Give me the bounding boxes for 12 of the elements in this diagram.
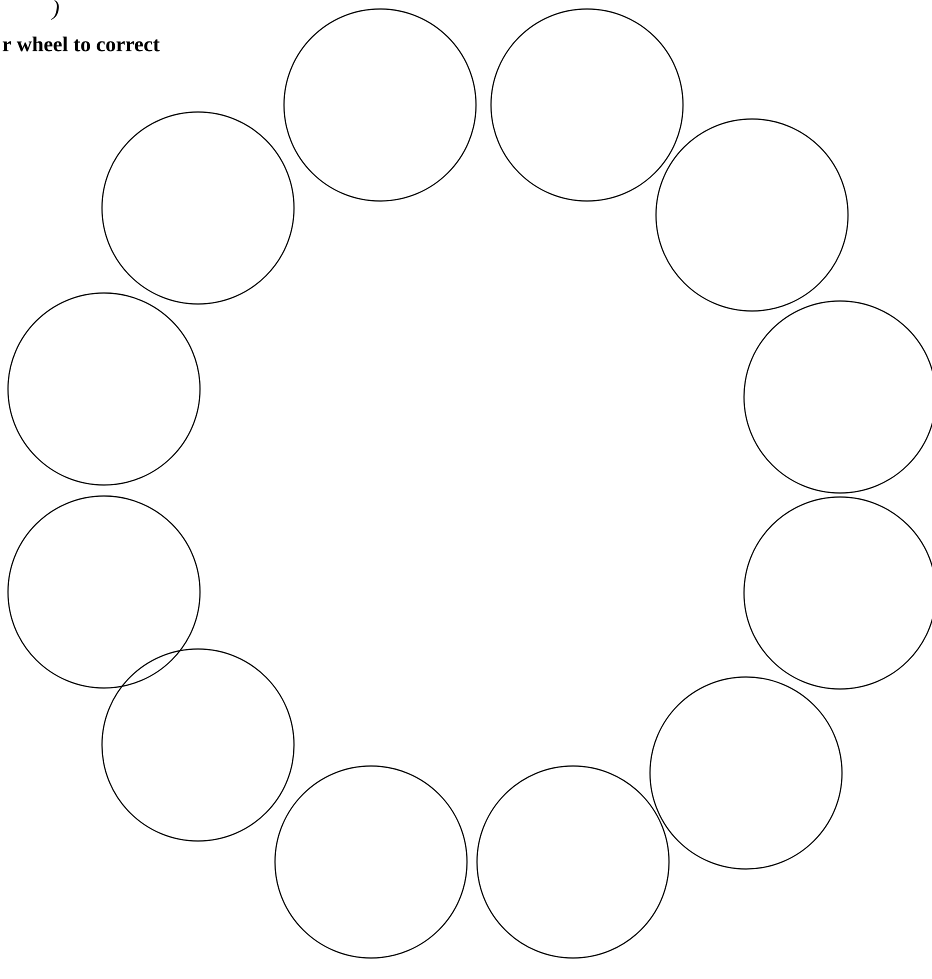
- empty-circle: [101, 648, 295, 842]
- instruction-text: r wheel to correct: [2, 36, 160, 52]
- empty-circle: [649, 676, 843, 870]
- empty-circle: [476, 765, 670, 959]
- empty-circle: [7, 495, 201, 689]
- empty-circle: [490, 8, 684, 202]
- instruction-text: ): [51, 0, 59, 20]
- empty-circle: [7, 292, 201, 486]
- empty-circle: [655, 118, 849, 312]
- empty-circle: [283, 8, 477, 202]
- empty-circle: [274, 765, 468, 959]
- empty-circle: [101, 111, 295, 305]
